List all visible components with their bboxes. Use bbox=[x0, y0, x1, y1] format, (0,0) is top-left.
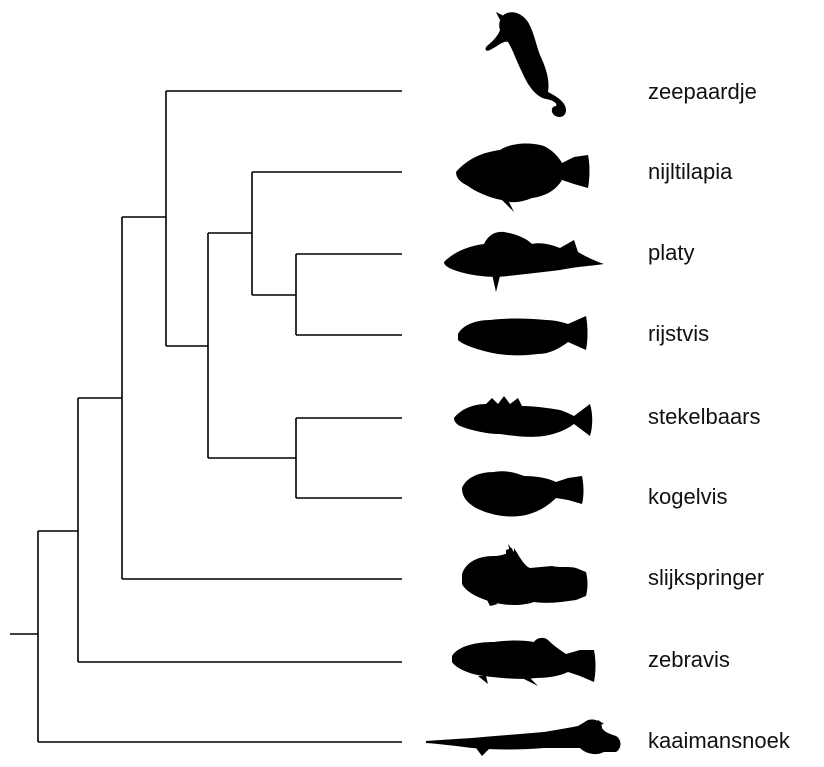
taxon-label-stekelbaars: stekelbaars bbox=[648, 404, 761, 429]
root-node bbox=[37, 530, 402, 743]
ricefish-icon bbox=[458, 316, 588, 356]
platy-icon bbox=[444, 231, 604, 292]
taxon-label-platy: platy bbox=[648, 240, 694, 265]
node-ovalentaria-eupercaria bbox=[207, 232, 296, 459]
tree-branches bbox=[10, 90, 402, 743]
node-platy-ricefish bbox=[295, 253, 402, 336]
taxon-labels: zeepaardje nijltilapia platy rijstvis st… bbox=[648, 79, 791, 753]
node-percomorphs bbox=[121, 216, 402, 580]
node-ovalentaria bbox=[251, 171, 402, 296]
taxon-label-slijkspringer: slijkspringer bbox=[648, 565, 764, 590]
zebrafish-icon bbox=[452, 637, 596, 686]
seahorse-icon bbox=[485, 12, 566, 118]
taxon-label-rijstvis: rijstvis bbox=[648, 321, 709, 346]
taxon-label-kogelvis: kogelvis bbox=[648, 484, 727, 509]
node-stickleback-puffer bbox=[295, 417, 402, 499]
taxon-label-zebravis: zebravis bbox=[648, 647, 730, 672]
taxon-label-kaaimansnoek: kaaimansnoek bbox=[648, 728, 791, 753]
taxon-label-nijltilapia: nijltilapia bbox=[648, 159, 733, 184]
node-seahorse-split bbox=[165, 90, 402, 347]
stickleback-icon bbox=[454, 396, 593, 437]
gar-icon bbox=[426, 719, 621, 756]
taxon-label-zeepaardje: zeepaardje bbox=[648, 79, 757, 104]
node-teleosts bbox=[77, 397, 402, 663]
mudskipper-icon bbox=[462, 544, 588, 606]
pufferfish-icon bbox=[462, 471, 584, 517]
tilapia-icon bbox=[456, 143, 590, 212]
